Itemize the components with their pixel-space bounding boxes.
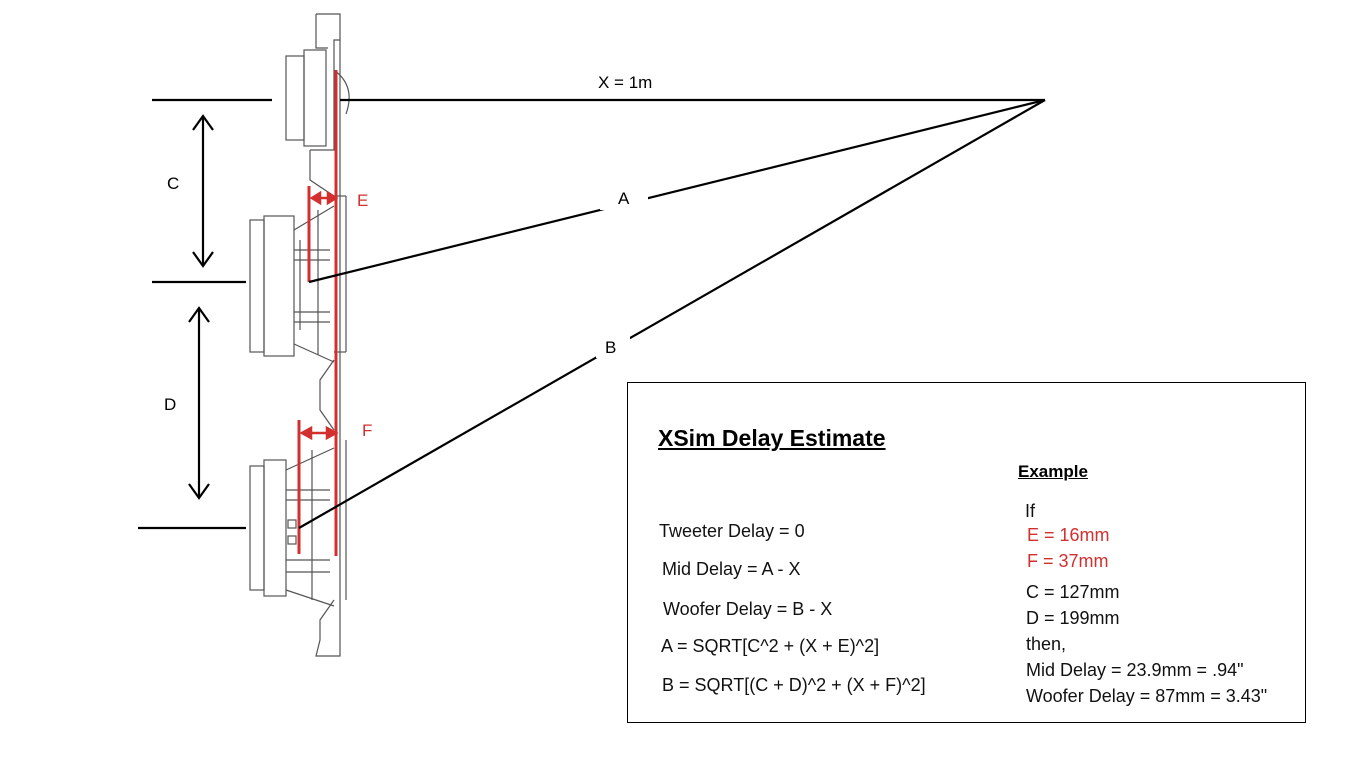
baffle-outline [309,13,347,657]
label-e: E [357,191,368,210]
example-woofer-delay-result: Woofer Delay = 87mm = 3.43" [1026,686,1268,706]
equation-woofer-delay: Woofer Delay = B - X [663,599,833,619]
example-d-value: D = 199mm [1026,608,1120,628]
example-mid-delay-result: Mid Delay = 23.9mm = .94" [1026,660,1244,680]
reference-lines [138,98,272,530]
example-if: If [1025,501,1036,521]
dimension-arrows [188,114,214,500]
example-then: then, [1026,634,1067,654]
label-c: C [167,174,179,193]
delay-estimate-panel: XSim Delay Estimate Tweeter Delay = 0 Mi… [627,382,1306,723]
example-e-value: E = 16mm [1027,525,1110,545]
line-b [298,99,1046,529]
label-d: D [164,395,176,414]
label-x: X = 1m [598,73,652,92]
equation-tweeter-delay: Tweeter Delay = 0 [659,521,805,541]
distance-lines [298,98,1046,529]
equation-mid-delay: Mid Delay = A - X [662,559,801,579]
equation-a: A = SQRT[C^2 + (X + E)^2] [661,636,880,656]
label-b-bg [596,334,630,358]
woofer-drawing [249,447,335,607]
label-b: B [605,338,616,357]
equation-b: B = SQRT[(C + D)^2 + (X + F)^2] [662,675,926,695]
offset-arrows [299,190,339,441]
label-a-bg [600,186,648,210]
label-f: F [362,421,372,440]
acoustic-center-lines [297,70,338,556]
midrange-drawing [249,205,335,363]
example-f-value: F = 37mm [1027,551,1109,571]
panel-title: XSim Delay Estimate [658,425,886,451]
example-heading: Example [1018,462,1088,481]
example-c-value: C = 127mm [1026,582,1120,602]
line-a [308,98,1046,284]
label-a: A [618,189,630,208]
